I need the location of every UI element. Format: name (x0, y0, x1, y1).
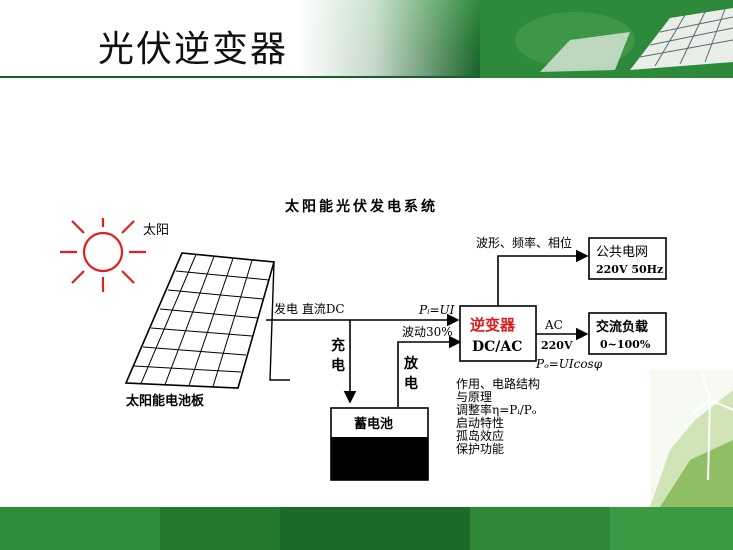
note-item: 启动特性 (456, 415, 504, 430)
diagram-heading: 太阳能光伏发电系统 (285, 198, 438, 215)
load-box-line2: 0~100% (600, 338, 651, 351)
load-box (588, 312, 667, 355)
ac-label: AC (544, 318, 563, 332)
discharge-line (397, 335, 462, 407)
wind-turbine-decoration (650, 359, 733, 507)
charge-label-2: 电 (331, 357, 345, 374)
sun-icon (60, 218, 146, 292)
sun-label: 太阳 (143, 223, 169, 238)
title-box (0, 0, 480, 76)
note-item: 作用、电路结构 (456, 376, 540, 391)
solar-panel-icon (124, 252, 290, 389)
note-item: 孤岛效应 (456, 428, 504, 443)
inverter-sub: DC/AC (472, 339, 522, 355)
inverter-title: 逆变器 (470, 316, 516, 334)
grid-box-line2: 220V 50Hz (596, 263, 663, 276)
footer-stripes (0, 507, 733, 550)
panel-label: 太阳能电池板 (125, 393, 205, 409)
discharge-label-1: 放 (403, 355, 419, 372)
solar-panel-header-decoration (480, 0, 733, 78)
discharge-label-2: 电 (404, 375, 418, 392)
ac-voltage: 220V (541, 339, 573, 352)
charge-label-1: 充 (331, 337, 345, 354)
dc-line-label: 发电 直流DC (274, 301, 345, 316)
note-item: 调整率η=Pᵢ/Pₒ (456, 402, 537, 417)
battery-label: 蓄电池 (354, 416, 393, 432)
grid-box-line1: 公共电网 (596, 245, 648, 260)
grid-box (588, 237, 667, 280)
note-item: 保护功能 (456, 442, 504, 456)
notes-list: 作用、电路结构 与原理 调整率η=Pᵢ/Pₒ 启动特性 孤岛效应 保护功能 (456, 376, 540, 456)
po-formula: Pₒ=UIcosφ (535, 357, 603, 371)
battery-box (330, 407, 429, 481)
ripple-label: 波动30% (402, 325, 453, 339)
note-item: 与原理 (456, 390, 492, 404)
load-box-line1: 交流负载 (596, 319, 648, 335)
slide-title: 光伏逆变器 (98, 29, 289, 70)
pi-formula: Pᵢ=UI (418, 303, 455, 317)
grid-line (497, 249, 589, 306)
grid-top-label: 波形、频率、相位 (476, 235, 572, 250)
